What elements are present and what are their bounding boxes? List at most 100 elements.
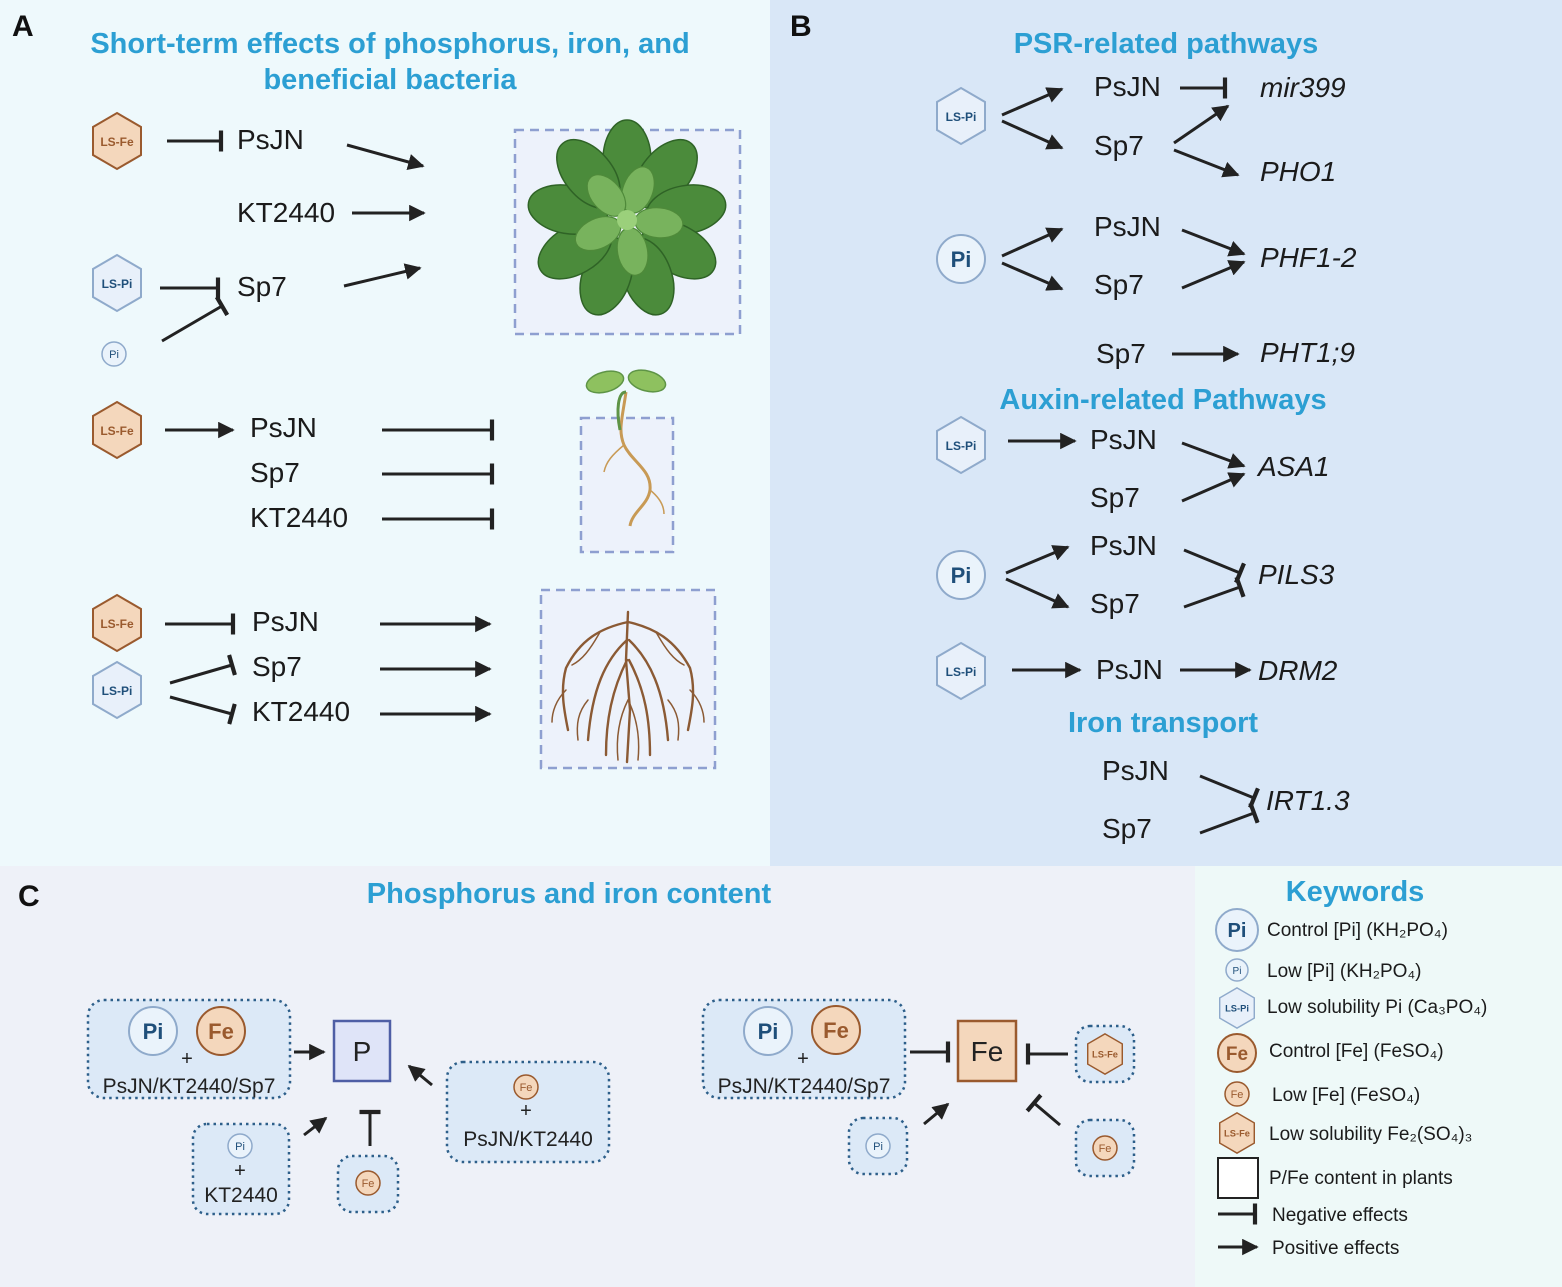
- ls-pi-badge: LS-Pi: [92, 254, 142, 312]
- svg-text:Pi: Pi: [873, 1141, 883, 1153]
- ls-pi-badge: LS-Pi: [92, 661, 142, 719]
- ls-pi-badge: LS-Pi: [936, 642, 986, 700]
- svg-text:LS-Pi: LS-Pi: [946, 110, 977, 124]
- pi-badge: Pi: [743, 1006, 793, 1056]
- keyword-label: P/Fe content in plants: [1269, 1168, 1453, 1189]
- svg-text:Pi: Pi: [951, 247, 972, 272]
- gene-label: PHF1-2: [1260, 242, 1357, 273]
- treatment-text: PsJN/KT2440: [463, 1128, 593, 1151]
- panel-a-title-line1: Short-term effects of phosphorus, iron, …: [90, 28, 689, 60]
- gene-label: ASA1: [1256, 451, 1330, 482]
- p-content-label: P: [353, 1036, 372, 1067]
- treatment-text: PsJN/KT2440/Sp7: [718, 1075, 891, 1098]
- keyword-label: Low [Fe] (FeSO₄): [1272, 1085, 1420, 1106]
- keyword-label: Control [Fe] (FeSO₄): [1269, 1041, 1444, 1062]
- inhibit-line: [1183, 548, 1246, 584]
- p-content-square: [332, 1019, 392, 1083]
- bacteria-label: PsJN: [1094, 211, 1161, 242]
- pi-badge: Pi: [1215, 908, 1259, 952]
- shoot-section: LS-Fe PsJN KT2440 LS-Pi Sp7 Pi: [92, 112, 742, 367]
- positive-arrow: [1173, 148, 1240, 178]
- positive-arrow: [1173, 104, 1230, 145]
- bacteria-label: Sp7: [1096, 338, 1146, 369]
- svg-text:Pi: Pi: [109, 349, 119, 361]
- bacteria-label: Sp7: [1102, 813, 1152, 844]
- positive-arrow: [1181, 441, 1246, 469]
- panel-a-title-line2: beneficial bacteria: [263, 64, 517, 96]
- keyword-label: Low [Pi] (KH₂PO₄): [1267, 961, 1422, 982]
- fe-small-badge: Fe: [513, 1074, 539, 1100]
- positive-arrow: [407, 1064, 433, 1087]
- fe-small-badge: Fe: [1224, 1081, 1250, 1107]
- positive-arrow: [1005, 577, 1070, 609]
- ls-fe-badge: LS-Fe: [92, 112, 142, 170]
- treatment-box: [191, 1122, 291, 1216]
- bacteria-label: PsJN: [1096, 654, 1163, 685]
- gene-label: PHT1;9: [1260, 337, 1355, 368]
- gene-label: mir399: [1260, 72, 1346, 103]
- ls-fe-badge: LS-Fe: [1218, 1112, 1256, 1154]
- bacteria-label: PsJN: [250, 412, 317, 443]
- fe-badge: Fe: [1217, 1033, 1257, 1073]
- bacteria-label: PsJN: [1090, 424, 1157, 455]
- inhibit-line: [169, 654, 237, 685]
- bacteria-label: Sp7: [1094, 269, 1144, 300]
- bacteria-label: Sp7: [237, 271, 287, 302]
- fe-badge: Fe: [811, 1005, 861, 1055]
- inhibit-line: [1199, 774, 1260, 809]
- ls-pi-badge: LS-Pi: [936, 416, 986, 474]
- pi-small-badge: Pi: [865, 1133, 891, 1159]
- bacteria-label: Sp7: [250, 457, 300, 488]
- positive-arrow: [346, 143, 425, 170]
- bacteria-label: PsJN: [1102, 755, 1169, 786]
- auxin-pathways-title: Auxin-related Pathways: [999, 384, 1326, 416]
- pi-small-badge: Pi: [101, 341, 127, 367]
- positive-arrow: [1001, 261, 1064, 291]
- svg-text:LS-Pi: LS-Pi: [102, 684, 133, 698]
- positive-arrow: [1001, 119, 1064, 150]
- bacteria-label: Sp7: [1090, 588, 1140, 619]
- seedling-frame: [579, 416, 675, 554]
- plus-sign: +: [181, 1048, 193, 1070]
- positive-arrow: [1001, 87, 1064, 117]
- root-section: LS-Fe PsJN LS-Pi Sp7 KT2440: [92, 588, 717, 770]
- svg-text:Pi: Pi: [1233, 966, 1242, 977]
- root-system-image: [551, 610, 705, 764]
- panel-c-title: Phosphorus and iron content: [367, 878, 772, 910]
- ls-pi-badge: LS-Pi: [936, 87, 986, 145]
- svg-text:Pi: Pi: [1228, 920, 1247, 942]
- positive-arrow: [1181, 228, 1246, 257]
- pi-badge: Pi: [128, 1006, 178, 1056]
- svg-text:Fe: Fe: [823, 1018, 849, 1043]
- svg-text:Pi: Pi: [143, 1019, 164, 1044]
- treatment-box: [445, 1060, 611, 1164]
- square-icon: [1217, 1157, 1259, 1199]
- ls-pi-badge: LS-Pi: [1218, 987, 1256, 1029]
- treatment-text: KT2440: [204, 1184, 278, 1207]
- inhibit-line: [1183, 576, 1246, 609]
- gene-label: IRT1.3: [1266, 785, 1350, 816]
- pi-badge: Pi: [936, 234, 986, 284]
- ls-fe-badge: LS-Fe: [1086, 1033, 1124, 1075]
- svg-text:Fe: Fe: [1226, 1044, 1248, 1065]
- bacteria-label: PsJN: [252, 606, 319, 637]
- positive-arrow: [1181, 260, 1246, 290]
- bacteria-label: Sp7: [252, 651, 302, 682]
- svg-text:LS-Pi: LS-Pi: [946, 439, 977, 453]
- svg-text:LS-Fe: LS-Fe: [100, 424, 134, 438]
- keyword-label: Low solubility Fe₂(SO₄)₃: [1269, 1124, 1472, 1145]
- keyword-label: Negative effects: [1272, 1205, 1408, 1226]
- gene-label: PHO1: [1260, 156, 1336, 187]
- positive-arrow: [923, 1102, 950, 1126]
- seedling-image: [585, 369, 667, 527]
- panel-a-letter: A: [12, 10, 34, 43]
- rosette-plant-image: [527, 119, 727, 316]
- fe-small-badge: Fe: [1092, 1135, 1118, 1161]
- bacteria-label: Sp7: [1094, 130, 1144, 161]
- svg-text:Fe: Fe: [520, 1082, 533, 1094]
- fe-content-square: [956, 1019, 1018, 1083]
- svg-text:Fe: Fe: [1231, 1089, 1244, 1101]
- iron-transport-title: Iron transport: [1068, 707, 1258, 739]
- keyword-label: Positive effects: [1272, 1238, 1399, 1259]
